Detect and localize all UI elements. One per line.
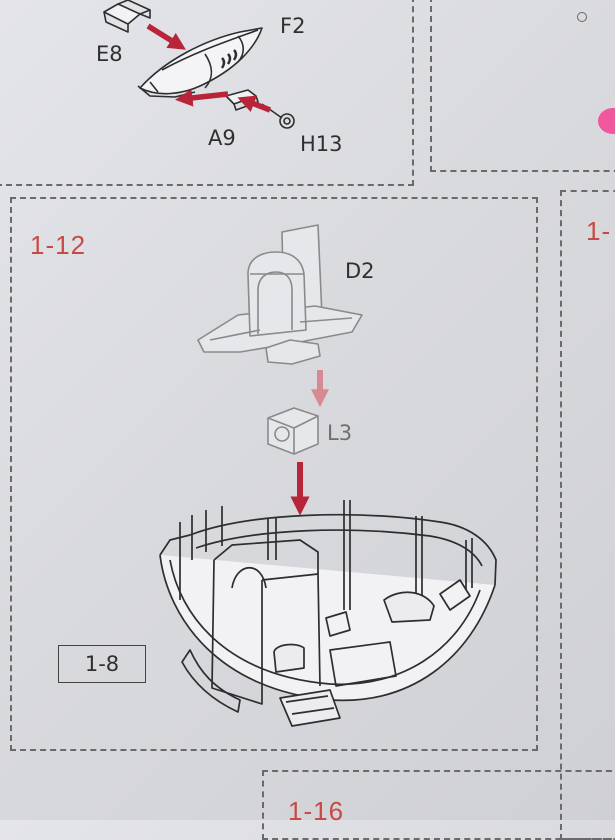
part-f2-icon — [137, 27, 263, 98]
arrow-e8-to-f2 — [146, 23, 186, 50]
part-a9-icon — [225, 89, 259, 111]
label-h13: H13 — [300, 132, 343, 156]
step-number-1-12: 1-12 — [30, 230, 87, 260]
step-number-partial: 1- — [586, 216, 612, 246]
part-d2-icon — [197, 224, 363, 365]
top-left-panel — [0, 0, 414, 186]
arrow-a9-to-f2 — [175, 89, 229, 107]
label-e8: E8 — [96, 42, 123, 66]
step-number-1-16: 1-16 — [288, 796, 345, 826]
instruction-illustrations — [103, 0, 497, 727]
part-e8-icon — [103, 0, 151, 33]
arrow-h13-to-a9 — [237, 95, 271, 113]
part-l3-icon — [267, 407, 319, 455]
label-a9: A9 — [208, 126, 236, 150]
base-assembly-icon — [159, 500, 497, 727]
step-1-12-panel — [10, 197, 538, 751]
reference-step-box: 1-8 — [58, 645, 146, 683]
small-circle-mark — [577, 12, 587, 22]
label-d2: D2 — [345, 259, 375, 283]
label-f2: F2 — [280, 14, 306, 38]
label-l3: L3 — [327, 421, 353, 445]
top-right-panel — [430, 0, 615, 172]
pink-marker — [598, 108, 615, 134]
